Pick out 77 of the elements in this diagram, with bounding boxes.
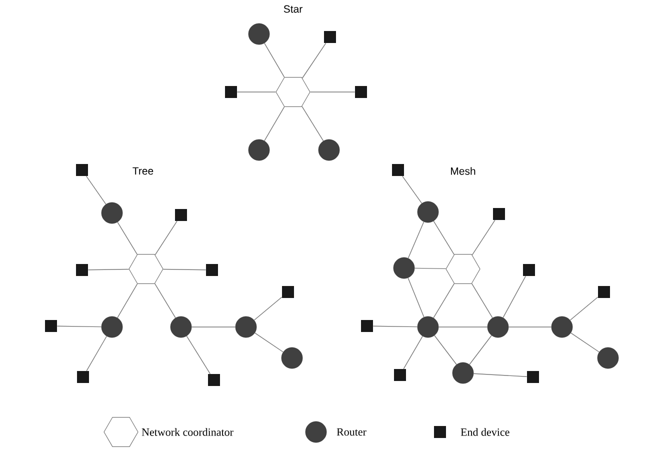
end-device-square: [523, 264, 535, 276]
connector-line: [433, 283, 454, 318]
end-device-square: [394, 369, 406, 381]
connector-line: [302, 106, 324, 142]
connector-line: [469, 335, 492, 365]
router-circle: [281, 347, 303, 369]
connector-line: [86, 336, 107, 372]
connector-line: [570, 296, 598, 320]
connector-line: [408, 278, 424, 318]
connector-line: [254, 332, 284, 352]
legend-label: Router: [336, 428, 366, 436]
connector-line: [433, 220, 454, 255]
end-device-square: [493, 208, 505, 220]
connector-line: [191, 326, 236, 328]
router-circle: [248, 23, 270, 45]
router-circle: [318, 139, 340, 161]
connector-line: [570, 332, 600, 352]
connector-line: [438, 326, 488, 328]
end-device-square: [527, 371, 539, 383]
connector-line: [154, 220, 178, 256]
end-device-square: [282, 286, 294, 298]
connector-line: [154, 283, 176, 318]
connector-line: [254, 296, 282, 320]
router-circle: [101, 316, 123, 338]
end-device-square: [392, 164, 404, 176]
router-circle: [417, 201, 439, 223]
end-device-square: [225, 86, 237, 98]
end-device-square: [598, 286, 610, 298]
connector-line: [117, 222, 138, 255]
connector-line: [264, 42, 285, 78]
end-device-square: [324, 31, 336, 43]
connector-line: [408, 221, 424, 259]
connector-line: [403, 336, 423, 370]
connector-line: [88, 268, 130, 270]
topology-label: Mesh: [451, 167, 476, 175]
router-circle: [417, 316, 439, 338]
connector-line: [117, 284, 138, 318]
router-circle: [487, 316, 509, 338]
router-circle: [235, 316, 257, 338]
hexagon: [276, 76, 310, 108]
hexagon: [128, 254, 164, 284]
router-circle: [170, 316, 192, 338]
router-circle: [597, 347, 619, 369]
end-device-square: [208, 374, 220, 386]
connector-line: [472, 283, 493, 318]
connector-line: [86, 176, 106, 205]
legend-label: Network coordinator: [142, 428, 234, 436]
connector-line: [434, 335, 457, 365]
router-circle: [101, 202, 123, 224]
end-device-square: [77, 371, 89, 383]
end-device-square: [175, 209, 187, 221]
connector-line: [508, 326, 552, 328]
connector-line: [264, 106, 285, 142]
connector-line: [473, 373, 528, 377]
end-device-square: [206, 264, 218, 276]
connector-line: [56, 326, 102, 328]
legend-label: End device: [460, 428, 510, 436]
connector-line: [502, 276, 526, 318]
connector-line: [402, 176, 422, 204]
router-circle: [248, 139, 270, 161]
end-device-square: [355, 86, 367, 98]
router-circle: [551, 316, 573, 338]
end-device-square: [76, 164, 88, 176]
connector-line: [186, 336, 210, 374]
end-device-square: [45, 320, 57, 332]
router-circle: [452, 362, 474, 384]
connector-line: [302, 42, 326, 78]
connector-line: [472, 220, 496, 256]
topology-label: Tree: [132, 167, 154, 175]
connector-line: [162, 268, 206, 270]
end-device-square: [76, 264, 88, 276]
router-circle: [393, 257, 415, 279]
hexagon: [446, 254, 480, 284]
end-device-square: [361, 320, 373, 332]
connector-line: [372, 326, 418, 328]
connector-line: [414, 268, 446, 270]
topology-label: Star: [284, 5, 302, 13]
